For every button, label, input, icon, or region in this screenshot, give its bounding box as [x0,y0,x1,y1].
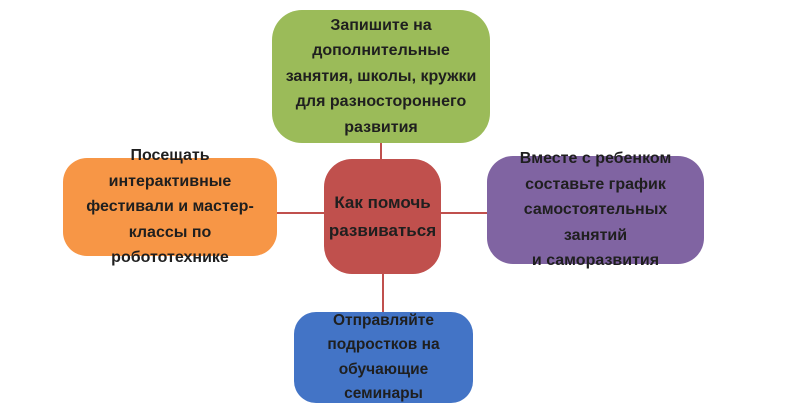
node-center-how-to-help-develop: Как помочь развиваться [324,159,441,274]
node-self-study-schedule: Вместе с ребенком составьте график самос… [487,150,704,269]
connector-center-to-right [441,212,487,214]
node-training-seminars: Отправляйте подростков на обучающие семи… [294,312,473,403]
node-festivals-workshops: Посещать интерактивные фестивали и масте… [63,147,277,266]
connector-center-to-left [277,212,324,214]
node-extra-classes: Запишите на дополнительные занятия, школ… [272,10,490,143]
connector-center-to-bottom [382,274,384,312]
connector-center-to-top [380,143,382,159]
